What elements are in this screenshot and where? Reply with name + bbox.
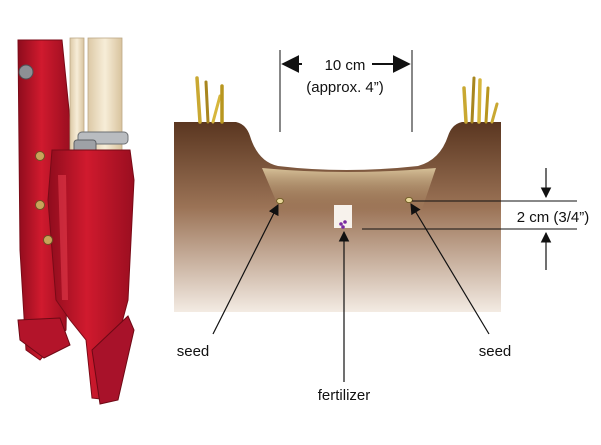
fertilizer-label: fertilizer (318, 387, 371, 404)
soil-cross-section (174, 122, 501, 312)
fertilizer-slot (334, 205, 352, 228)
seed-right-callout: seed (410, 203, 512, 360)
width-label: 10 cm (325, 57, 366, 74)
width-dimension: 10 cm (approx. 4”) (279, 50, 413, 132)
jab-planter-tool (17, 37, 135, 405)
seed-left-callout: seed (177, 204, 279, 360)
stubble-left (195, 76, 224, 124)
seed-left-mark (276, 197, 284, 205)
stubble-right (462, 76, 499, 124)
furrow-band (262, 168, 436, 215)
seed-left-label: seed (177, 343, 210, 360)
depth-dimension: 2 cm (3/4”) (362, 168, 589, 270)
width-approx-label: (approx. 4”) (306, 79, 384, 96)
seed-right-label: seed (479, 343, 512, 360)
fertilizer-granule (339, 222, 343, 226)
depth-label: 2 cm (3/4”) (517, 209, 590, 226)
seed-right-mark (405, 196, 413, 204)
fertilizer-callout: fertilizer (318, 230, 371, 404)
